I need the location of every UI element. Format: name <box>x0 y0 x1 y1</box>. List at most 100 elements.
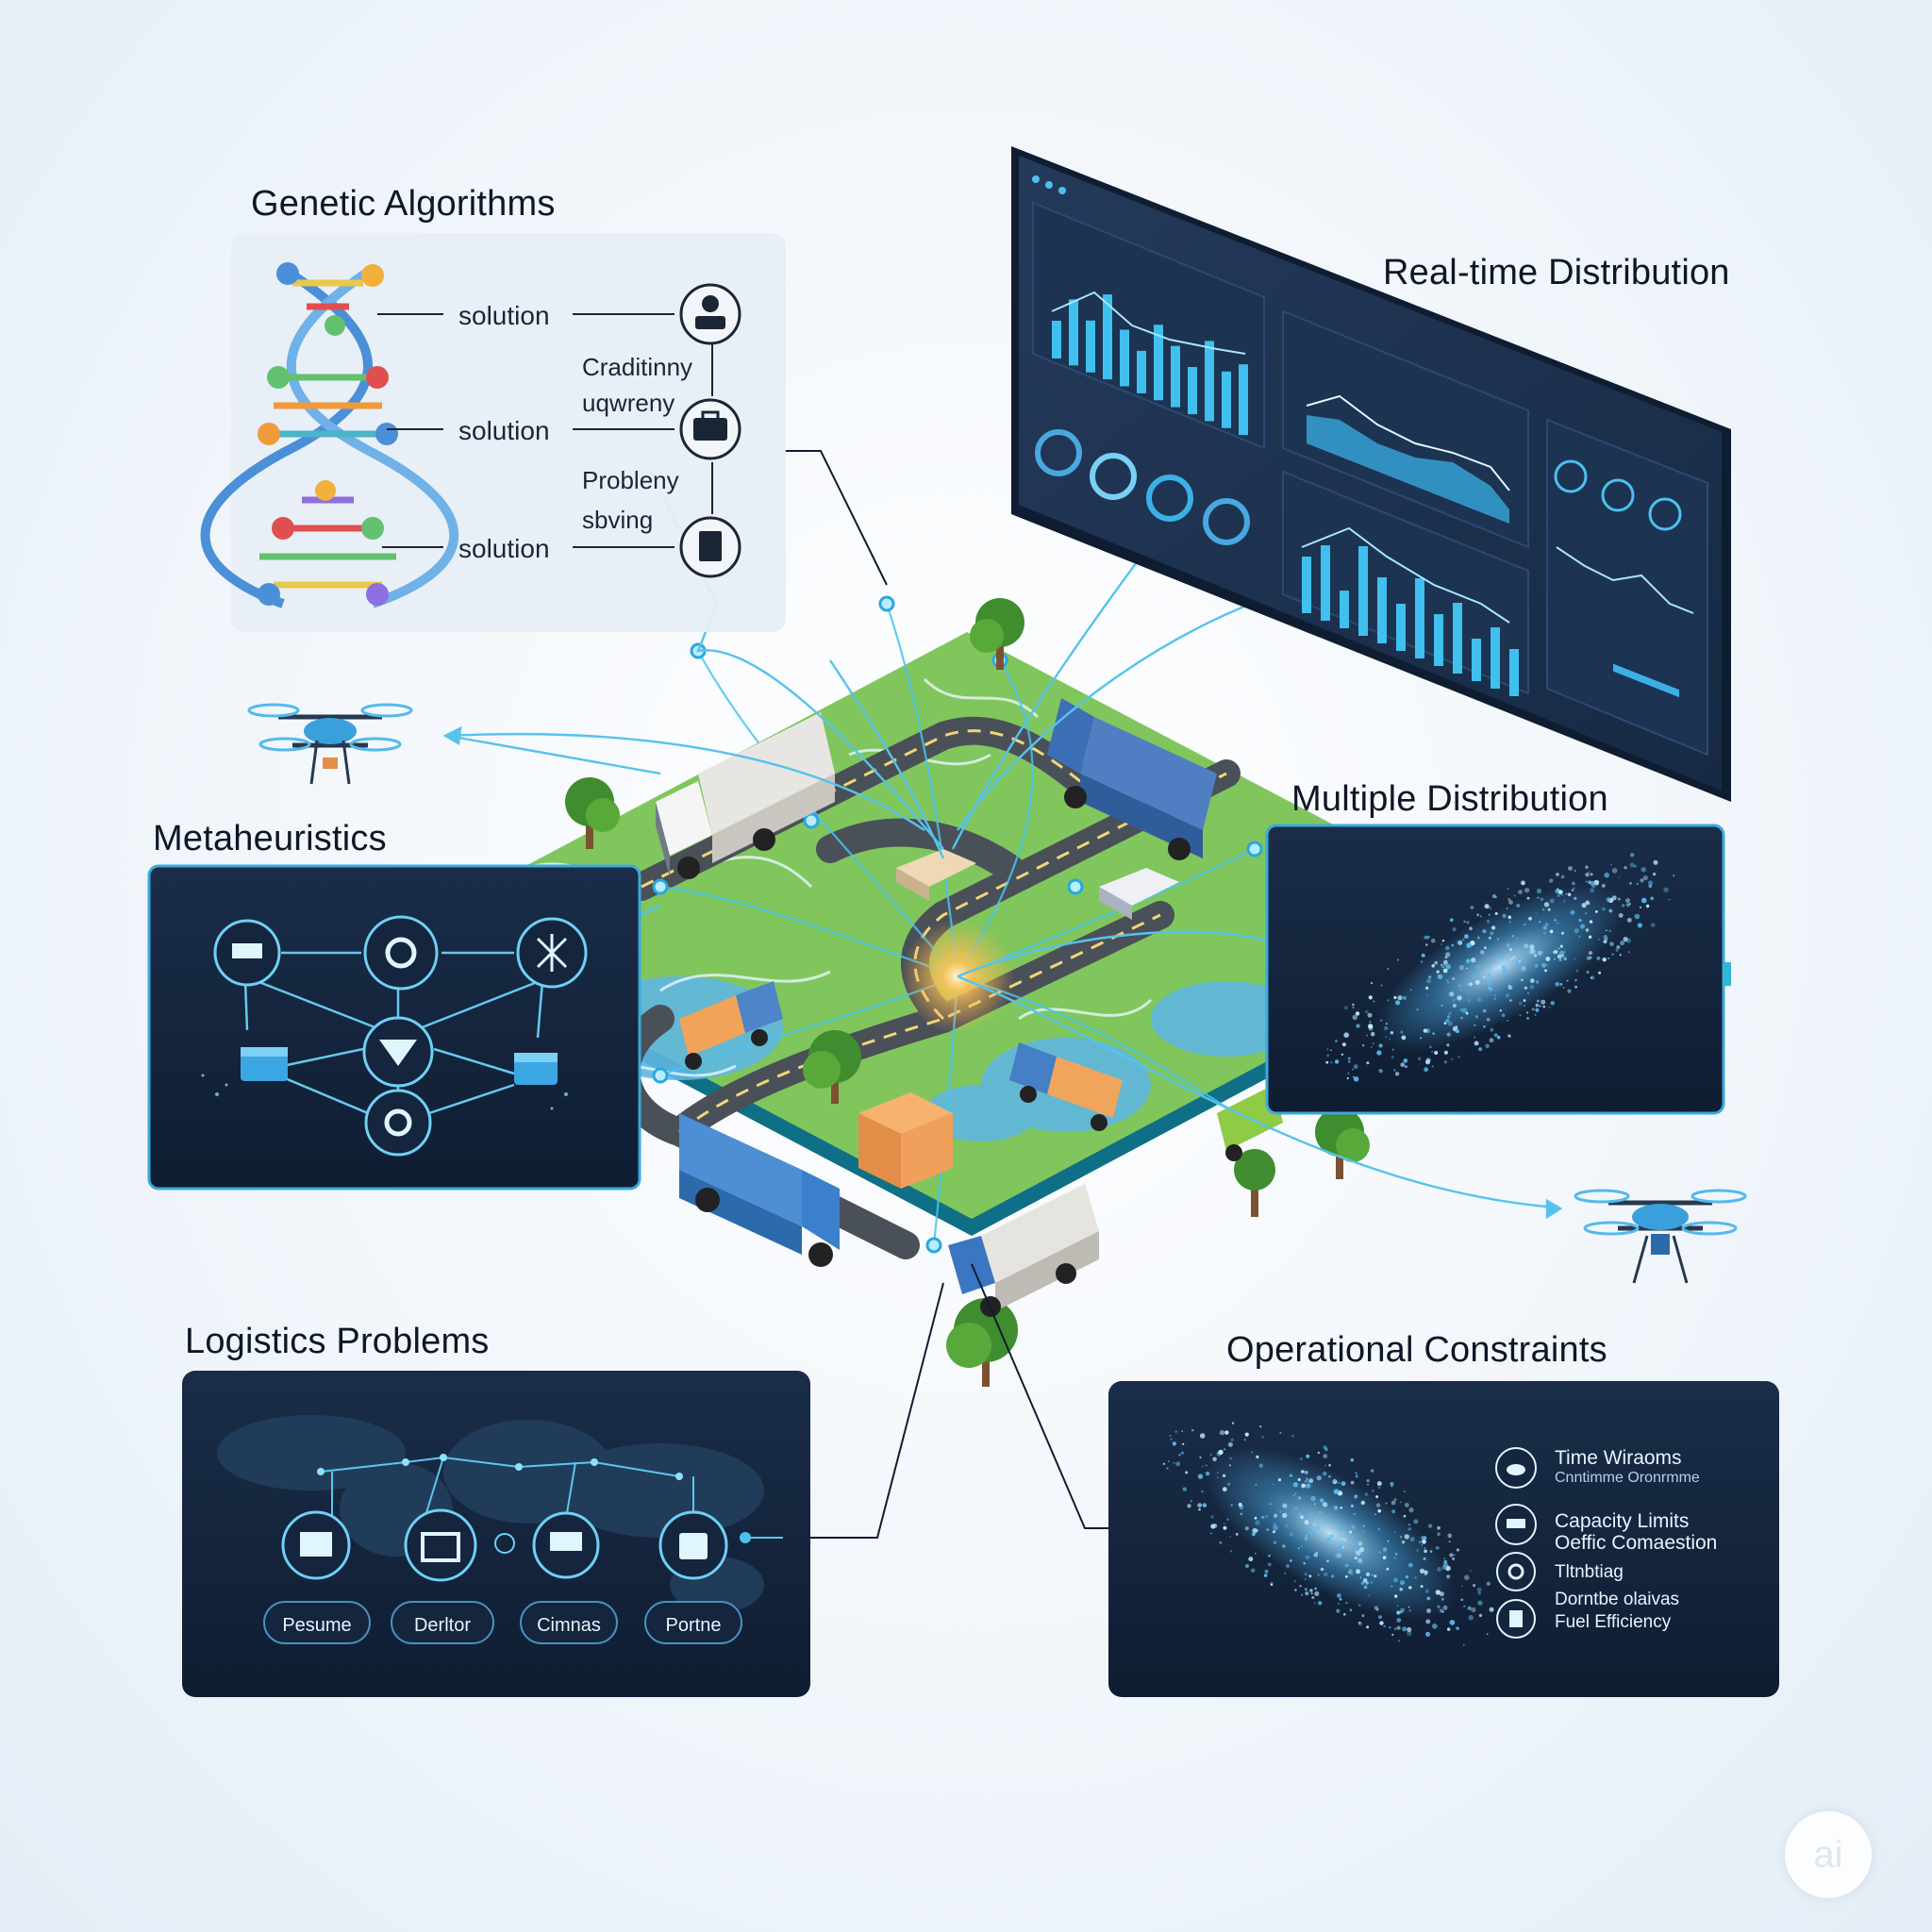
particle-dot <box>1217 1472 1219 1474</box>
particle-dot <box>1432 1032 1435 1036</box>
particle-dot <box>1352 1014 1357 1021</box>
dash-bar-chart-2 <box>1282 470 1529 696</box>
particle-dot <box>1610 863 1612 866</box>
particle-dot <box>1362 1044 1365 1047</box>
logistics-button-label[interactable]: Portne <box>666 1615 722 1636</box>
particle-dot <box>1335 1040 1338 1042</box>
particle-dot <box>1489 907 1491 909</box>
particle-dot <box>1470 906 1474 909</box>
particle-dot <box>1336 1553 1342 1558</box>
dashboard-bar <box>1239 364 1248 436</box>
particle-dot <box>1377 1527 1380 1531</box>
particle-dot <box>1524 888 1530 893</box>
particle-dot <box>1435 1546 1440 1550</box>
particle-dot <box>1375 1503 1381 1507</box>
particle-dot <box>1526 896 1530 900</box>
package-box <box>858 1092 953 1189</box>
particle-dot <box>1578 918 1582 923</box>
particle-dot <box>1391 1485 1393 1488</box>
particle-dot <box>1405 1575 1408 1579</box>
particle-dot <box>1400 1501 1402 1504</box>
particle-dot <box>1378 1615 1382 1620</box>
particle-dot <box>1491 925 1496 930</box>
particle-dot <box>1506 942 1510 948</box>
truck-node-icon <box>213 919 281 987</box>
particle-dot <box>1339 1544 1344 1550</box>
logistics-button-label[interactable]: Cimnas <box>537 1615 601 1636</box>
particle-dot <box>1404 1503 1409 1507</box>
particle-dot <box>1369 1021 1372 1024</box>
particle-dot <box>1496 1035 1501 1040</box>
particle-dot <box>1625 903 1630 908</box>
particle-dot <box>1567 892 1572 897</box>
particle-dot <box>1227 1482 1231 1486</box>
car-2 <box>1099 868 1179 920</box>
particle-dot <box>1350 1572 1354 1575</box>
particle-dot <box>1542 908 1545 911</box>
particle-dot <box>1618 876 1621 879</box>
particle-dot <box>1348 1569 1353 1574</box>
particle-dot <box>1368 1594 1371 1597</box>
particle-dot <box>1472 973 1476 977</box>
particle-dot <box>1604 872 1609 878</box>
particle-dot <box>1379 1621 1384 1625</box>
particle-dot <box>1534 954 1538 958</box>
particle-dot <box>1396 958 1400 961</box>
particle-dot <box>1518 1001 1523 1006</box>
particle-dot <box>1364 1009 1369 1014</box>
particle-dot <box>1537 950 1542 956</box>
particle-dot <box>1391 1585 1393 1588</box>
particle-dot <box>1338 1481 1341 1485</box>
particle-dot <box>1199 1456 1202 1459</box>
logistics-buttons[interactable] <box>263 1601 742 1644</box>
particle-dot <box>1574 896 1577 901</box>
dashboard-bar <box>1321 545 1330 621</box>
particle-dot <box>1359 1576 1362 1579</box>
particle-dot <box>1402 1541 1406 1544</box>
world-map <box>217 1415 764 1613</box>
particle-dot <box>1396 1605 1399 1607</box>
particle-dot <box>1494 896 1497 898</box>
particle-dot <box>1442 968 1448 974</box>
network-node-icon <box>516 917 588 989</box>
particle-dot <box>1205 1471 1210 1476</box>
particle-dot <box>1457 984 1462 988</box>
logistics-button-label[interactable]: Pesume <box>282 1615 351 1636</box>
particle-dot <box>1328 1474 1331 1478</box>
particle-dot <box>1202 1503 1208 1507</box>
particle-dot <box>1336 1608 1341 1613</box>
particle-dot <box>1424 935 1428 940</box>
particle-dot <box>1394 1553 1398 1556</box>
particle-dot <box>1305 1591 1309 1596</box>
particle-dot <box>1502 913 1507 918</box>
particle-dot <box>1641 867 1646 873</box>
particle-dot <box>1361 1614 1365 1618</box>
particle-dot <box>1229 1550 1233 1553</box>
particle-dot <box>1447 981 1450 984</box>
particle-dot <box>1309 1511 1314 1516</box>
particle-dot <box>1437 1525 1441 1530</box>
logistics-button-label[interactable]: Derltor <box>414 1615 471 1636</box>
particle-dot <box>1586 971 1590 974</box>
particle-dot <box>1354 1556 1357 1560</box>
particle-dot <box>1318 1601 1323 1606</box>
particle-dot <box>1562 987 1565 989</box>
particle-dot <box>1526 1017 1529 1020</box>
particle-dot <box>1407 1527 1411 1531</box>
particle-dot <box>1420 960 1424 963</box>
particle-dot <box>1611 895 1617 901</box>
particle-dot <box>1474 1015 1479 1019</box>
particle-dot <box>1289 1474 1292 1477</box>
particle-dot <box>1353 1064 1358 1069</box>
particle-dot <box>1399 1587 1403 1591</box>
particle-dot <box>1370 1031 1375 1037</box>
particle-dot <box>1531 1008 1535 1011</box>
particle-dot <box>1185 1471 1189 1474</box>
particle-dot <box>1428 975 1432 979</box>
particle-dot <box>1385 1036 1387 1038</box>
particle-dot <box>1518 960 1521 963</box>
constraint-text: Oeffic Comaestion <box>1555 1532 1717 1554</box>
cube-node-icon <box>241 1047 288 1081</box>
particle-dot <box>1602 958 1607 962</box>
orange-truck <box>679 981 783 1070</box>
